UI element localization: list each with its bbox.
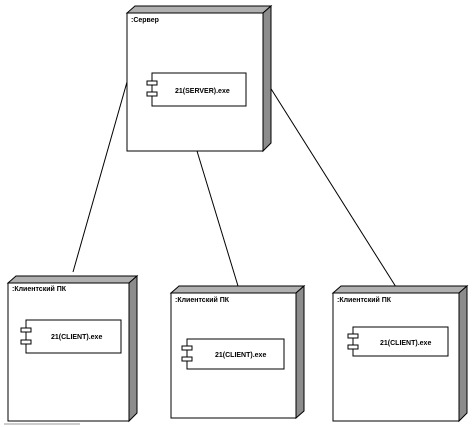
component-tab-icon [146,80,158,86]
client-component-label: 21(CLIENT).exe [380,340,431,347]
client-node-top [169,285,306,294]
component-box [25,319,122,354]
component-tab-icon [20,339,32,345]
client-node-label: :Клиентский ПК [12,285,67,293]
client-node-front [332,292,460,422]
client-node-2[interactable]: :Клиентский ПК 21(CLIENT).exe [169,284,306,420]
client-node-side [458,284,468,423]
client-node-label: :Клиентский ПК [337,296,392,304]
server-component-label: 21(SERVER).exe [175,88,230,95]
client-node-top [331,285,469,294]
component-tab-icon [347,344,359,350]
client-node-top [6,275,139,284]
component-tab-icon [181,345,193,351]
client-component-label: 21(CLIENT).exe [51,334,102,341]
client-node-side [128,274,138,423]
connection-server-client-3 [267,83,397,288]
server-node-label: :Сервер [131,17,159,24]
component-box [352,326,449,357]
connection-server-client-2 [196,150,239,287]
connections [72,81,397,288]
component-tab-icon [20,327,32,333]
component-tab-icon [146,91,158,97]
component-box [151,72,247,107]
client-node-1[interactable]: :Клиентский ПК 21(CLIENT).exe [6,274,139,423]
connection-server-client-1 [72,81,128,273]
component-tab-icon [181,356,193,362]
client-node-side [295,284,305,420]
client-component-label: 21(CLIENT).exe [215,352,266,359]
client-component-2[interactable]: 21(CLIENT).exe [181,338,285,370]
client-component-3[interactable]: 21(CLIENT).exe [347,326,449,357]
component-box [186,338,285,370]
server-node-top [125,5,273,14]
server-node[interactable]: :Сервер 21(SERVER).exe [125,4,273,153]
server-component[interactable]: 21(SERVER).exe [146,72,247,107]
server-node-side [262,4,272,153]
component-tab-icon [347,333,359,339]
client-node-label: :Клиентский ПК [175,296,230,304]
client-component-1[interactable]: 21(CLIENT).exe [20,319,122,354]
client-node-3[interactable]: :Клиентский ПК 21(CLIENT).exe [331,284,469,423]
